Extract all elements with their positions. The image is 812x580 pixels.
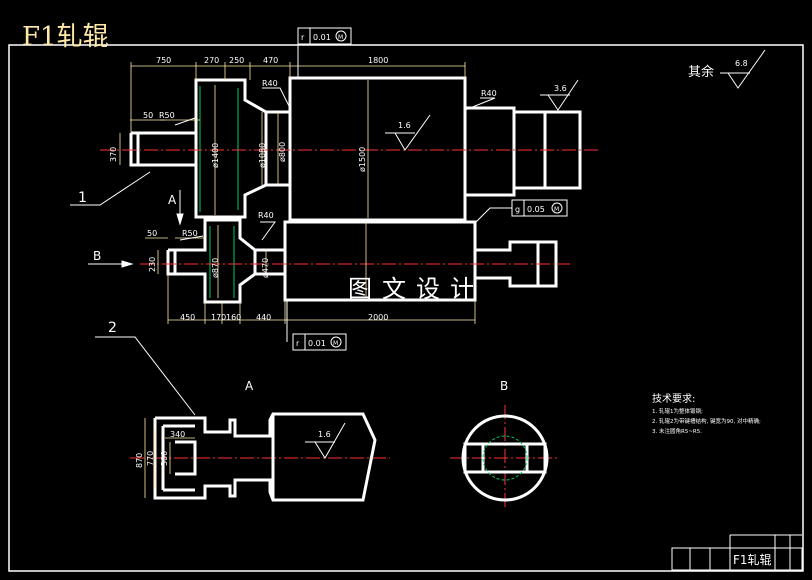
dim-phi870: ø870	[211, 258, 220, 278]
dim-phi1500: ø1500	[358, 147, 367, 172]
tol-top-sym: r	[301, 33, 305, 42]
dim-230: 230	[148, 257, 157, 272]
tol-top-mod: M	[338, 34, 343, 41]
dim-160: 160	[226, 313, 241, 322]
dim-texts: 750 270 250 470 1800 450 170 160 440 200…	[109, 56, 567, 468]
tol-bottom-mod: M	[333, 340, 338, 347]
roughness-note: 其余 6.8	[688, 59, 748, 80]
dim-750: 750	[156, 56, 171, 65]
tol-bottom-val: 0.01	[308, 339, 326, 348]
center-lines	[100, 149, 600, 510]
roughness-note-value: 6.8	[735, 59, 748, 68]
rough-16b: 1.6	[318, 430, 331, 439]
roughness-symbols	[305, 49, 766, 459]
dim-r40b: R40	[258, 211, 274, 220]
tol-bottom-sym: r	[296, 339, 300, 348]
dim-r40a: R40	[262, 79, 278, 88]
rough-16a: 1.6	[398, 121, 411, 130]
dim-470: 470	[263, 56, 278, 65]
roughness-note-prefix: 其余	[688, 64, 714, 80]
arrow-a-label: A	[168, 193, 177, 207]
dim-a-300: 300	[160, 451, 169, 466]
dim-170: 170	[211, 313, 226, 322]
dim-450: 450	[180, 313, 195, 322]
tech-requirements-heading: 技术要求:	[652, 394, 696, 405]
view-labels: A B A B 1 2	[78, 190, 508, 393]
tolerance-frames	[292, 27, 568, 351]
dim-phi1080: ø1080	[258, 143, 267, 168]
tech-requirements: 技术要求: 1. 轧辊1为整体锻钢; 2. 轧辊2为带键槽结构, 键宽为90, …	[652, 394, 761, 437]
arrow-b-label: B	[93, 249, 101, 263]
title-block-name: F1轧辊	[733, 553, 772, 567]
sheet-border	[8, 44, 804, 572]
dimension-lines	[119, 62, 476, 324]
tol-right-sym: g	[515, 205, 520, 214]
dim-a-870: 870	[135, 453, 144, 468]
section-arrows	[88, 190, 184, 268]
dim-1800: 1800	[368, 56, 388, 65]
roll-1-outline	[129, 76, 582, 222]
dim-phi800: ø800	[278, 142, 287, 162]
dim-50b: 50	[147, 229, 157, 238]
tol-right-mod: M	[554, 206, 559, 213]
tech-requirement-line: 3. 未注圆角R5~R5.	[652, 429, 702, 435]
drawing-title: F1轧辊	[22, 22, 109, 52]
dim-50a: 50	[143, 111, 153, 120]
title-block	[671, 534, 803, 571]
tech-requirement-line: 1. 轧辊1为整体锻钢;	[652, 409, 703, 415]
dim-2000: 2000	[368, 313, 388, 322]
dim-250: 250	[229, 56, 244, 65]
dim-a-770: 770	[146, 451, 155, 466]
section-b-inner	[482, 435, 528, 481]
tol-right-val: 0.05	[527, 205, 545, 214]
roll-2-hatch	[209, 226, 235, 298]
dim-440: 440	[256, 313, 271, 322]
tol-top-val: 0.01	[313, 33, 331, 42]
tech-requirement-line: 2. 轧辊2为带键槽结构, 键宽为90, 对中精确;	[652, 419, 761, 425]
tolerance-texts: r 0.01 M g 0.05 M r 0.01 M	[296, 33, 559, 348]
dim-r50a: R50	[159, 111, 175, 120]
watermark-text: 图文设计	[348, 275, 484, 303]
section-a-dims	[144, 418, 195, 498]
part-label-2: 2	[108, 320, 117, 336]
dim-270: 270	[204, 56, 219, 65]
part-label-1: 1	[78, 190, 87, 206]
section-b-label: B	[500, 379, 508, 393]
section-a-view	[153, 412, 377, 502]
section-a-label: A	[245, 379, 254, 393]
roll-1-hatch	[199, 86, 239, 212]
dim-r50b: R50	[182, 229, 198, 238]
dim-370: 370	[109, 147, 118, 162]
leader-lines	[70, 30, 512, 416]
rough-36: 3.6	[554, 84, 567, 93]
dim-phi470: ø470	[261, 258, 270, 278]
dim-a-340: 340	[170, 430, 185, 439]
dim-phi1400: ø1400	[211, 143, 220, 168]
dim-r40c: R40	[481, 89, 497, 98]
